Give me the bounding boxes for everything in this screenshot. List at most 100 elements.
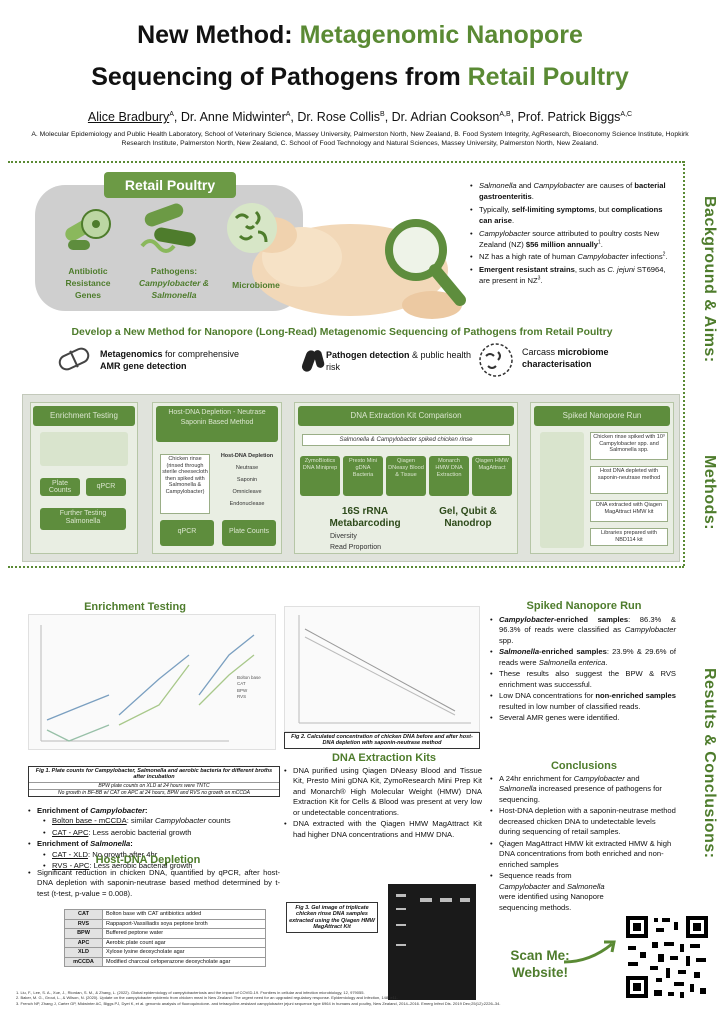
host-depletion-title: Host-DNA Depletion (95, 854, 201, 866)
kit-result-bullet: DNA purified using Qiagen DNeasy Blood a… (284, 766, 482, 818)
fig1-caption: Fig 1. Plate counts for Campylobacter, S… (29, 767, 279, 783)
affiliations: A. Molecular Epidemiology and Public Hea… (31, 131, 689, 148)
aim-3: Carcass microbiome characterisation (522, 347, 609, 369)
legend-item: CAT (237, 681, 246, 687)
conclusion-bullet: Sequence reads from Campylobacter and Sa… (490, 871, 620, 913)
kit-comparison-title: DNA Extraction Kit Comparison (298, 406, 514, 426)
antibiotic-resistance-icon (65, 209, 111, 250)
author: Alice Bradbury (87, 110, 170, 124)
retail-poultry-banner: Retail Poultry (104, 172, 236, 198)
author-affil: A (285, 110, 291, 118)
depl-qpcr-box: qPCR (160, 520, 214, 546)
arrow-icon (563, 940, 616, 964)
author-affil: A (169, 110, 174, 118)
host-bullet: Significant reduction in chicken DNA, qu… (28, 868, 280, 899)
pathogen-bacteria-icon (140, 203, 196, 253)
author-affil: A,B (499, 110, 511, 118)
gel-image (388, 884, 476, 1000)
metabarcoding-label: 16S rRNA Metabarcoding (329, 506, 401, 529)
enrichment-results-title: Enrichment Testing (84, 601, 186, 613)
reference-item: 1. Liu, F., Lee, S. A., Xue, J., Riordan… (16, 990, 365, 995)
section-label-methods: Methods: (701, 455, 718, 531)
capsule-icon (58, 347, 90, 371)
dna-kits-text: DNA purified using Qiagen DNeasy Blood a… (284, 766, 482, 841)
conclusion-bullet: Host-DNA depletion with a saponin-neutra… (490, 806, 676, 837)
author: , Dr. Anne Midwinter (173, 110, 286, 124)
result-bullet: Enrichment of Salmonella: CAT - XLD: No … (28, 839, 280, 872)
spiked-bullet: These results also suggest the BPW & RVS… (490, 669, 676, 690)
step-neutrase: Neutrase (235, 465, 259, 472)
legend-item: Bolton base (237, 675, 261, 680)
section-label-results: Results & Conclusions: (701, 668, 718, 859)
divider (683, 161, 685, 566)
spiked-bullet: Several AMR genes were identified. (490, 713, 676, 724)
spiked-results-title: Spiked Nanopore Run (526, 600, 642, 612)
author-affil: B (380, 110, 385, 118)
title-line2-green: Retail Poultry (467, 63, 629, 91)
depletion-steps: Host-DNA Depletion Neutrase Saponin Omni… (216, 450, 278, 510)
kit-dneasy: Qiagen DNeasy Blood & Tissue (386, 456, 426, 496)
enrichment-chart-lines (40, 625, 255, 742)
reference-item: 2. Baker, M. G., Grout, L., & Wilson, N.… (16, 995, 398, 1001)
conclusion-bullet: Qiagen MagAttract HMW kit extracted HMW … (490, 839, 676, 870)
magnifier-icon (385, 219, 466, 306)
spiked-method-title: Spiked Nanopore Run (534, 406, 670, 426)
rinse-description: Chicken rinse (rinsed through sterile ch… (160, 454, 210, 514)
aims-heading: Develop a New Method for Nanopore (Long-… (71, 327, 613, 338)
spiked-rinse-label: Salmonella & Campylobacter spiked chicke… (302, 434, 510, 446)
poster-title: New Method: Metagenomic Nanopore Sequenc… (0, 14, 720, 98)
kit-monarch: Monarch HMW DNA Extraction (429, 456, 469, 496)
microbiome-icon (227, 203, 277, 253)
spiked-step-3: DNA extracted with Qiagen MagAttract HMW… (590, 500, 668, 522)
title-line1-prefix: New Method: (137, 21, 300, 49)
kit-presto: Presto Mini gDNA Bacteria (343, 456, 383, 496)
output-diversity: Diversity (330, 533, 357, 540)
spiked-step-4: Libraries prepared with NBD114 kit (590, 528, 668, 546)
host-depletion-text: Significant reduction in chicken DNA, qu… (28, 868, 280, 900)
divider (8, 566, 684, 568)
metabarcoding-outputs: Diversity Read Proportion (330, 532, 381, 553)
background-text: Salmonella and Campylobacter are causes … (470, 180, 677, 318)
fig3-caption: Fig 3. Gel image of triplicate chicken r… (286, 902, 378, 934)
pathogens-names: Campylobacter & Salmonella (139, 277, 209, 300)
qpcr-box: qPCR (86, 478, 126, 496)
host-depletion-chart-lines (298, 615, 471, 724)
spiked-step-2: Host DNA depleted with saponin-neutrase … (590, 466, 668, 494)
qr-code[interactable] (622, 912, 712, 1002)
spiked-bullet: Low DNA concentrations for non-enriched … (490, 691, 676, 712)
result-bullet: Enrichment of Campylobacter: Bolton base… (28, 806, 280, 839)
author-list: Alice BradburyA, Dr. Anne MidwinterA, Dr… (0, 110, 720, 124)
result-sub-bullet: Bolton base - mCCDA: similar Campylobact… (43, 816, 280, 827)
background-bullet: Emergent resistant strains, such as C. j… (470, 264, 677, 287)
result-sub-bullet: RVS - APC: Less aerobic bacterial growth (43, 861, 280, 872)
reference-item: 3. French NP, Zhang J, Carter GP, Midwin… (16, 1000, 501, 1006)
workflow-icons (540, 432, 584, 548)
depletion-method-title: Host-DNA Depletion - Neutrase Saponin Ba… (156, 406, 278, 442)
author-affil: A,C (620, 110, 633, 118)
spiked-bullet: Campylobacter-enriched samples: 86.3% & … (490, 615, 676, 646)
step-omnicleave: Omnicleave Endonuclease (229, 489, 265, 508)
background-bullet: Salmonella and Campylobacter are causes … (470, 180, 677, 203)
fig2-caption: Fig 2. Calculated concentration of chick… (284, 732, 480, 749)
conclusion-bullet: A 24hr enrichment for Campylobacter and … (490, 774, 676, 805)
section-label-background: Background & Aims: (701, 196, 718, 363)
broth-tubes-graphic (40, 432, 128, 466)
title-line2-prefix: Sequencing of Pathogens from (91, 63, 468, 91)
enrichment-results-text: Enrichment of Campylobacter: Bolton base… (28, 806, 280, 873)
step-saponin: Saponin (236, 477, 258, 484)
aim-2: Pathogen detection & public health risk (326, 350, 472, 372)
author: , Prof. Patrick Biggs (510, 110, 621, 124)
fig1-note: No growth in BF-BB w/ CAT on APC at 24 h… (29, 788, 279, 796)
microbiome-small-icon (479, 343, 513, 377)
result-sub-bullet: CAT - APC: Less aerobic bacterial growth (43, 828, 280, 839)
kit-zymo: ZymoBiotics DNA Miniprep (300, 456, 340, 496)
fig1-caption-box: Fig 1. Plate counts for Campylobacter, S… (28, 766, 280, 797)
dna-kits-title: DNA Extraction Kits (331, 752, 437, 764)
legend-item: RVS (237, 693, 247, 699)
spiked-bullet: Salmonella-enriched samples: 23.9% & 29.… (490, 647, 676, 668)
background-bullet: Typically, self-limiting symptoms, but c… (470, 204, 677, 227)
